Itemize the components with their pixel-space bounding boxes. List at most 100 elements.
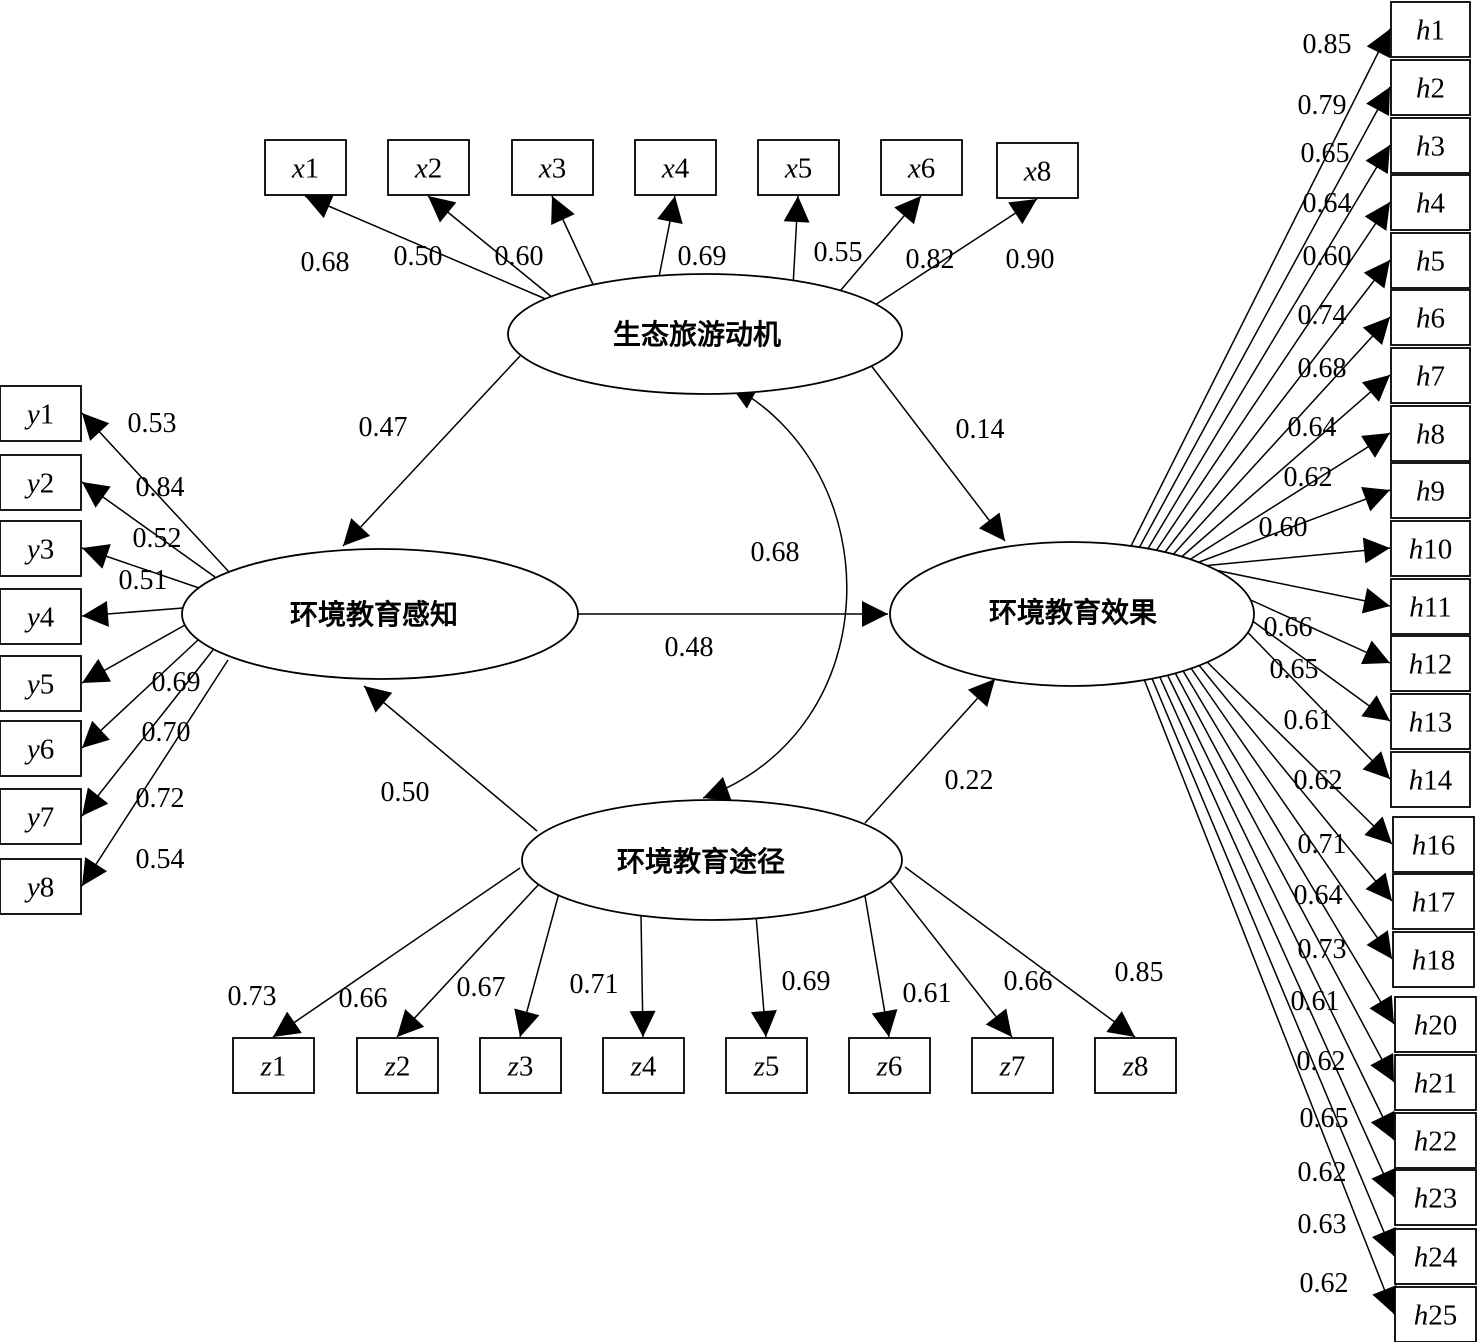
indicator-h9-label: h9 <box>1416 476 1445 508</box>
indicator-z1-label: z1 <box>260 1051 287 1083</box>
indicator-h16-var: h <box>1412 830 1427 862</box>
covariance-motivation-pathway <box>702 384 848 802</box>
loading-x6 <box>834 195 922 298</box>
indicator-h4-label: h4 <box>1416 188 1446 220</box>
indicator-h16-label: h16 <box>1412 830 1456 862</box>
indicator-h5-var: h <box>1416 246 1431 278</box>
indicator-x1-label: x1 <box>291 153 319 185</box>
indicator-h23-num: 23 <box>1428 1183 1457 1215</box>
indicator-x2-box <box>387 139 470 196</box>
loading-label-h7: 0.68 <box>1298 353 1347 384</box>
indicator-h12: h12 <box>1390 635 1471 692</box>
loading-label-y1: 0.53 <box>128 408 177 439</box>
indicator-h4-num: 4 <box>1431 188 1446 220</box>
indicator-h13-box <box>1390 693 1471 750</box>
indicator-z6-box <box>848 1037 931 1094</box>
loading-h1 <box>1129 28 1391 549</box>
path-motivation-effect <box>869 363 1006 542</box>
indicator-z3-label: z3 <box>507 1051 534 1083</box>
loading-label-x2: 0.50 <box>394 241 443 272</box>
path-pathway-effect <box>864 678 996 824</box>
indicator-z8-num: 8 <box>1134 1051 1149 1083</box>
indicator-y5-num: 5 <box>40 669 55 701</box>
latent-perception-label: 环境教育感知 <box>290 598 458 631</box>
loading-h25 <box>1143 678 1397 1315</box>
loading-label-h2: 0.79 <box>1298 90 1347 121</box>
indicator-x6-var: x <box>907 153 921 185</box>
loading-y8 <box>81 659 229 887</box>
indicator-h20-box <box>1394 996 1477 1053</box>
indicator-z4: z4 <box>602 1037 685 1094</box>
indicator-h17: h17 <box>1392 873 1475 930</box>
indicator-z8-label: z8 <box>1122 1051 1149 1083</box>
indicator-x8-label: x8 <box>1023 156 1051 188</box>
indicator-h22-var: h <box>1414 1126 1429 1158</box>
indicator-h7-num: 7 <box>1431 361 1446 393</box>
indicator-x2-num: 2 <box>428 153 443 185</box>
path-motivation-perception <box>342 355 521 547</box>
indicator-z6-label: z6 <box>876 1051 903 1083</box>
loading-h4 <box>1153 201 1391 555</box>
indicator-z4-label: z4 <box>630 1051 657 1083</box>
indicator-h24-num: 24 <box>1428 1242 1458 1274</box>
indicator-x4-label: x4 <box>661 153 690 185</box>
indicator-y5-box <box>0 655 82 712</box>
indicator-y6-var: y <box>24 734 40 766</box>
indicator-h18-box <box>1392 931 1475 988</box>
loading-h18 <box>1185 660 1393 960</box>
indicator-h8-var: h <box>1416 419 1431 451</box>
indicator-x1-num: 1 <box>305 153 320 185</box>
latent-motivation-ellipse <box>507 273 903 395</box>
indicator-h7: h7 <box>1390 347 1471 404</box>
indicator-z5-box <box>725 1037 808 1094</box>
indicator-z6-num: 6 <box>888 1051 903 1083</box>
indicator-h14-num: 14 <box>1423 765 1453 797</box>
indicator-y7-box <box>0 788 82 845</box>
indicator-z1-box <box>232 1037 315 1094</box>
indicator-y1-box <box>0 385 82 442</box>
indicator-z2-box <box>356 1037 439 1094</box>
loading-label-x5: 0.55 <box>814 237 863 268</box>
loading-y4 <box>81 600 184 627</box>
indicator-y4-label: y4 <box>24 602 55 634</box>
indicator-h16-box <box>1392 816 1475 873</box>
indicator-x4-num: 4 <box>675 153 690 185</box>
loading-h22 <box>1164 669 1395 1141</box>
indicator-x2: x2 <box>387 139 470 196</box>
indicator-h10-box <box>1390 520 1471 577</box>
indicator-x5-var: x <box>784 153 798 185</box>
indicator-h20: h20 <box>1394 996 1477 1053</box>
indicator-h5-label: h5 <box>1416 246 1445 278</box>
latent-perception: 环境教育感知 <box>181 548 579 680</box>
indicator-x4-box <box>634 139 717 196</box>
loading-h2 <box>1137 86 1391 551</box>
indicator-y5-label: y5 <box>24 669 54 701</box>
indicator-h6-box <box>1390 289 1471 346</box>
indicator-y2-var: y <box>24 468 40 500</box>
indicator-h21-box <box>1394 1054 1477 1111</box>
indicator-h12-var: h <box>1409 649 1424 681</box>
indicator-h9-var: h <box>1416 476 1431 508</box>
indicator-h22-num: 22 <box>1428 1126 1457 1158</box>
path-label-pathway-effect: 0.22 <box>945 765 994 796</box>
indicator-z6: z6 <box>848 1037 931 1094</box>
indicator-y4-num: 4 <box>40 602 55 634</box>
indicator-h17-box <box>1392 873 1475 930</box>
indicator-h12-label: h12 <box>1409 649 1453 681</box>
loading-h24 <box>1150 675 1396 1257</box>
loading-h5 <box>1161 259 1391 557</box>
indicator-x4: x4 <box>634 139 717 196</box>
indicator-h5-num: 5 <box>1431 246 1446 278</box>
indicator-y3-var: y <box>24 534 40 566</box>
indicator-h5: h5 <box>1390 232 1471 289</box>
indicator-h25-box <box>1394 1286 1477 1342</box>
loading-label-x8: 0.90 <box>1006 244 1055 275</box>
loading-label-h16: 0.62 <box>1294 765 1343 796</box>
indicator-x8-num: 8 <box>1037 156 1052 188</box>
indicator-h12-num: 12 <box>1423 649 1452 681</box>
indicator-x4-var: x <box>661 153 675 185</box>
indicator-x6-label: x6 <box>907 153 935 185</box>
indicator-y2-label: y2 <box>24 468 54 500</box>
loading-label-h12: 0.66 <box>1264 612 1313 643</box>
